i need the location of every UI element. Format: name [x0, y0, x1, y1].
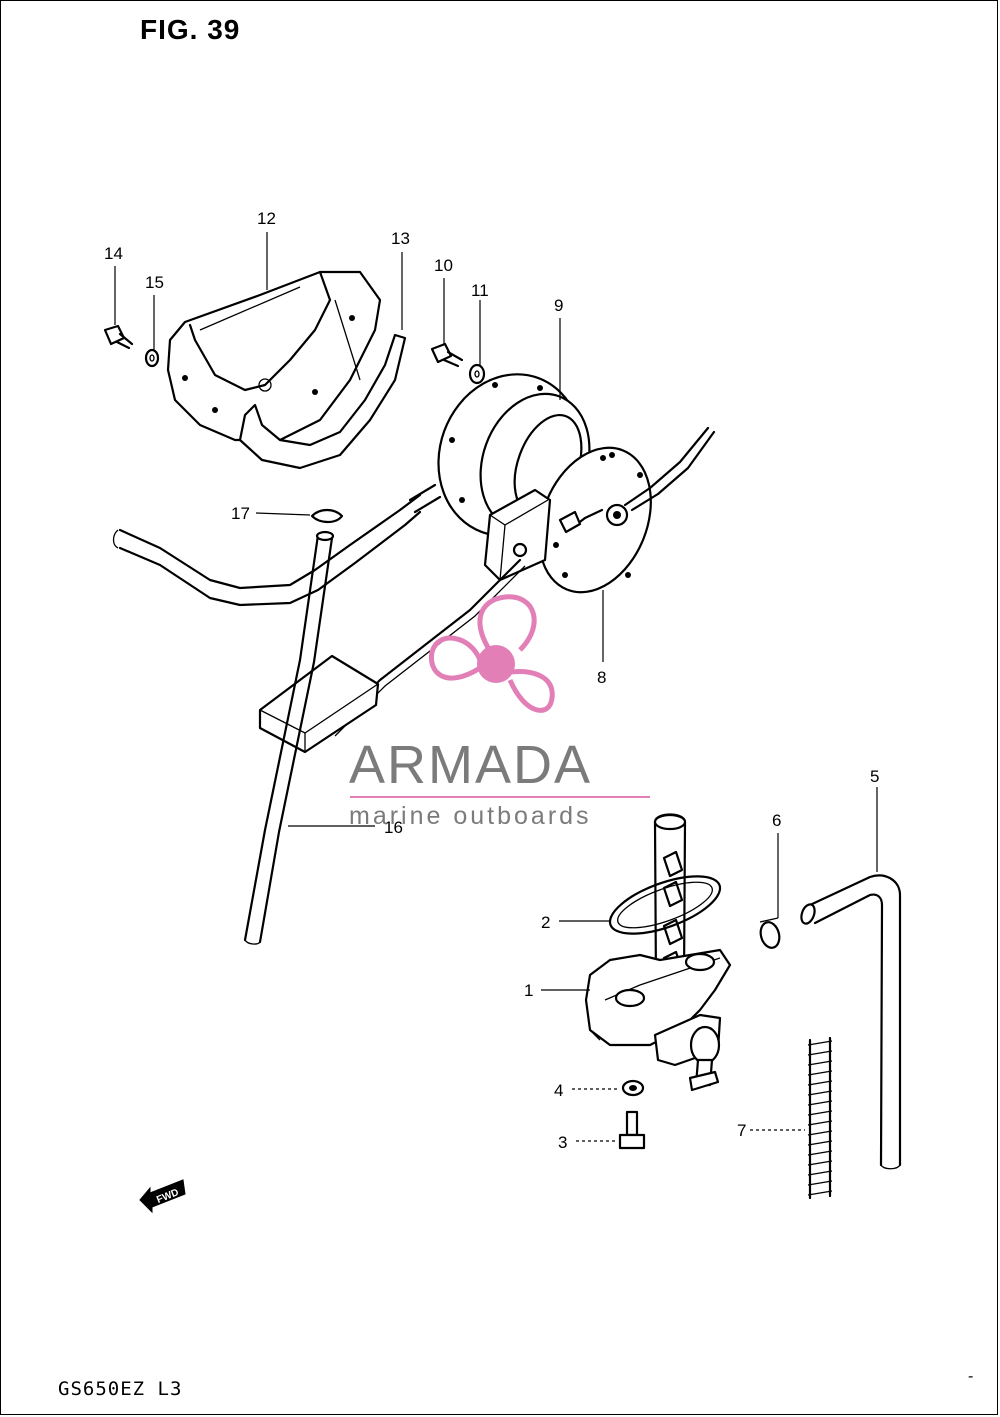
callout-6: 6: [772, 811, 781, 830]
part-5-fuel-hose: [800, 874, 902, 1170]
part-4-washer: [621, 1079, 645, 1097]
part-12-guard-cover: [166, 270, 382, 448]
callout-11: 11: [471, 281, 489, 300]
part-14-bolt: [103, 324, 134, 350]
callout-5: 5: [870, 767, 879, 786]
model-code: GS650EZ L3: [58, 1378, 183, 1400]
forward-arrow-icon: FWD: [139, 1179, 186, 1214]
part-8-fuel-sender: [258, 426, 716, 754]
callout-16: 16: [384, 818, 403, 837]
callout-15: 15: [145, 273, 164, 292]
part-13-rubber-strip: [238, 333, 407, 470]
callout-10: 10: [434, 256, 453, 275]
callout-2: 2: [541, 913, 550, 932]
part-7-spring: [807, 1036, 833, 1200]
part-2-o-ring: [608, 875, 722, 935]
part-17-clamp: [310, 508, 344, 524]
part-9-gasket: [437, 373, 591, 537]
callout-17: 17: [231, 504, 250, 523]
figure-title: FIG. 39: [140, 14, 241, 45]
part-1-fuel-cock: [584, 813, 732, 1092]
callout-8: 8: [597, 668, 606, 687]
part-10-bolt: [430, 342, 464, 368]
footer-mark: -: [968, 1368, 974, 1385]
part-6-hose-clip: [759, 917, 781, 949]
callout-3: 3: [558, 1133, 567, 1152]
armada-watermark: ARMADA marine outboards: [349, 594, 650, 830]
callout-9: 9: [554, 296, 563, 315]
callout-numbers: 1 2 3 4 5 6 7 8 9 10 11 12 13 14 15 16 1…: [104, 209, 879, 1152]
callout-7: 7: [737, 1121, 746, 1140]
part-15-washer: [144, 348, 160, 368]
leader-lines: [114, 232, 878, 1142]
part-3-screw: [618, 1110, 646, 1150]
callout-12: 12: [257, 209, 276, 228]
callout-14: 14: [104, 244, 123, 263]
watermark-brand: ARMADA: [349, 735, 592, 795]
part-11-washer: [468, 363, 486, 385]
fuel-hose-upper: [112, 483, 442, 607]
watermark-tagline: marine outboards: [349, 802, 592, 830]
callout-1: 1: [524, 981, 533, 1000]
part-16-breather-hose: [243, 530, 335, 945]
propeller-logo-icon: [428, 594, 555, 713]
callout-13: 13: [391, 229, 410, 248]
callout-4: 4: [554, 1081, 563, 1100]
